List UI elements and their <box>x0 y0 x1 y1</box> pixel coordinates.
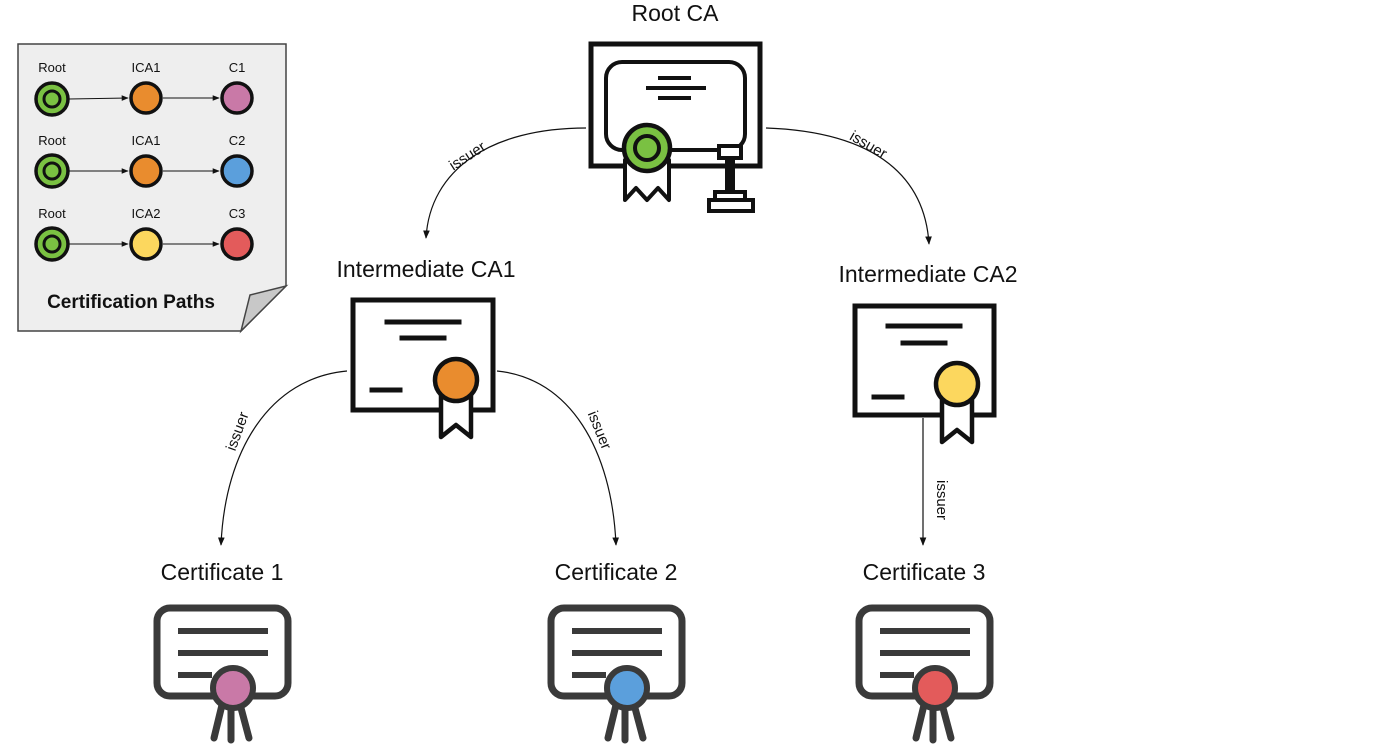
legend-path-1-label-2: ICA1 <box>132 60 161 75</box>
certificate-1-node: Certificate 1 <box>153 559 292 744</box>
legend-c3-dot <box>220 227 254 261</box>
legend-ica1-dot <box>129 154 163 188</box>
intermediate-ca1-label: Intermediate CA1 <box>337 256 516 282</box>
legend-path-1-label-3: C1 <box>229 60 246 75</box>
edge-label-root-ica2: issuer <box>847 128 890 163</box>
legend-title: Certification Paths <box>47 292 215 313</box>
certificate-2-label: Certificate 2 <box>555 559 678 585</box>
intermediate-ca2-seal <box>933 360 981 408</box>
certificate-3-seal <box>912 665 958 711</box>
edge-ica1-to-c2 <box>496 370 620 546</box>
root-certificate-icon <box>588 41 763 213</box>
legend-path-2-label-3: C2 <box>229 133 246 148</box>
legend-root-dot <box>34 226 70 262</box>
certificate-2-seal <box>604 665 650 711</box>
certificate-3-node: Certificate 3 <box>855 559 994 744</box>
legend-path-2-label-1: Root <box>38 133 66 148</box>
certificate-1-seal <box>210 665 256 711</box>
intermediate-ca1-node: Intermediate CA1 <box>337 256 516 440</box>
legend-path-1: Root ICA1 C1 <box>34 60 254 117</box>
legend-root-dot <box>34 81 70 117</box>
legend-path-2-label-2: ICA1 <box>132 133 161 148</box>
intermediate-ca2-label: Intermediate CA2 <box>839 261 1018 287</box>
edge-label-ica1-c2: issuer <box>584 409 615 452</box>
legend-path-3-label-1: Root <box>38 206 66 221</box>
legend-path-1-label-1: Root <box>38 60 66 75</box>
legend-page-curl <box>239 284 289 334</box>
certificate-1-icon <box>153 604 292 744</box>
root-ca-label: Root CA <box>632 0 720 26</box>
edge-ica1-to-c1 <box>217 370 348 546</box>
certificate-2-icon <box>547 604 686 744</box>
certificate-1-label: Certificate 1 <box>161 559 284 585</box>
edge-label-ica2-c3: issuer <box>933 480 950 520</box>
root-ca-node: Root CA <box>588 0 763 213</box>
legend-ica1-dot <box>129 81 163 115</box>
intermediate-ca1-certificate-icon <box>350 297 496 440</box>
legend-path-3-label-2: ICA2 <box>132 206 161 221</box>
edge-root-to-ica1 <box>423 127 587 239</box>
certificate-3-icon <box>855 604 994 744</box>
intermediate-ca2-node: Intermediate CA2 <box>839 261 1018 445</box>
legend-ica2-dot <box>129 227 163 261</box>
legend-c2-dot <box>220 154 254 188</box>
intermediate-ca2-certificate-icon <box>852 303 997 445</box>
edge-root-to-ica2 <box>765 127 932 245</box>
certificate-2-node: Certificate 2 <box>547 559 686 744</box>
edges: issuer issuer issuer issuer issuer <box>217 127 950 546</box>
legend-arrow <box>68 95 129 101</box>
legend-c1-dot <box>220 81 254 115</box>
intermediate-ca1-seal <box>432 356 480 404</box>
legend-path-3: Root ICA2 C3 <box>34 206 254 262</box>
legend-path-3-label-3: C3 <box>229 206 246 221</box>
legend-path-2: Root ICA1 C2 <box>34 133 254 189</box>
edge-label-root-ica1: issuer <box>446 138 489 174</box>
legend-root-dot <box>34 153 70 189</box>
edge-label-ica1-c1: issuer <box>223 410 253 453</box>
certification-paths-legend: Root ICA1 C1 Root ICA1 C2 <box>17 43 289 334</box>
certificate-3-label: Certificate 3 <box>863 559 986 585</box>
